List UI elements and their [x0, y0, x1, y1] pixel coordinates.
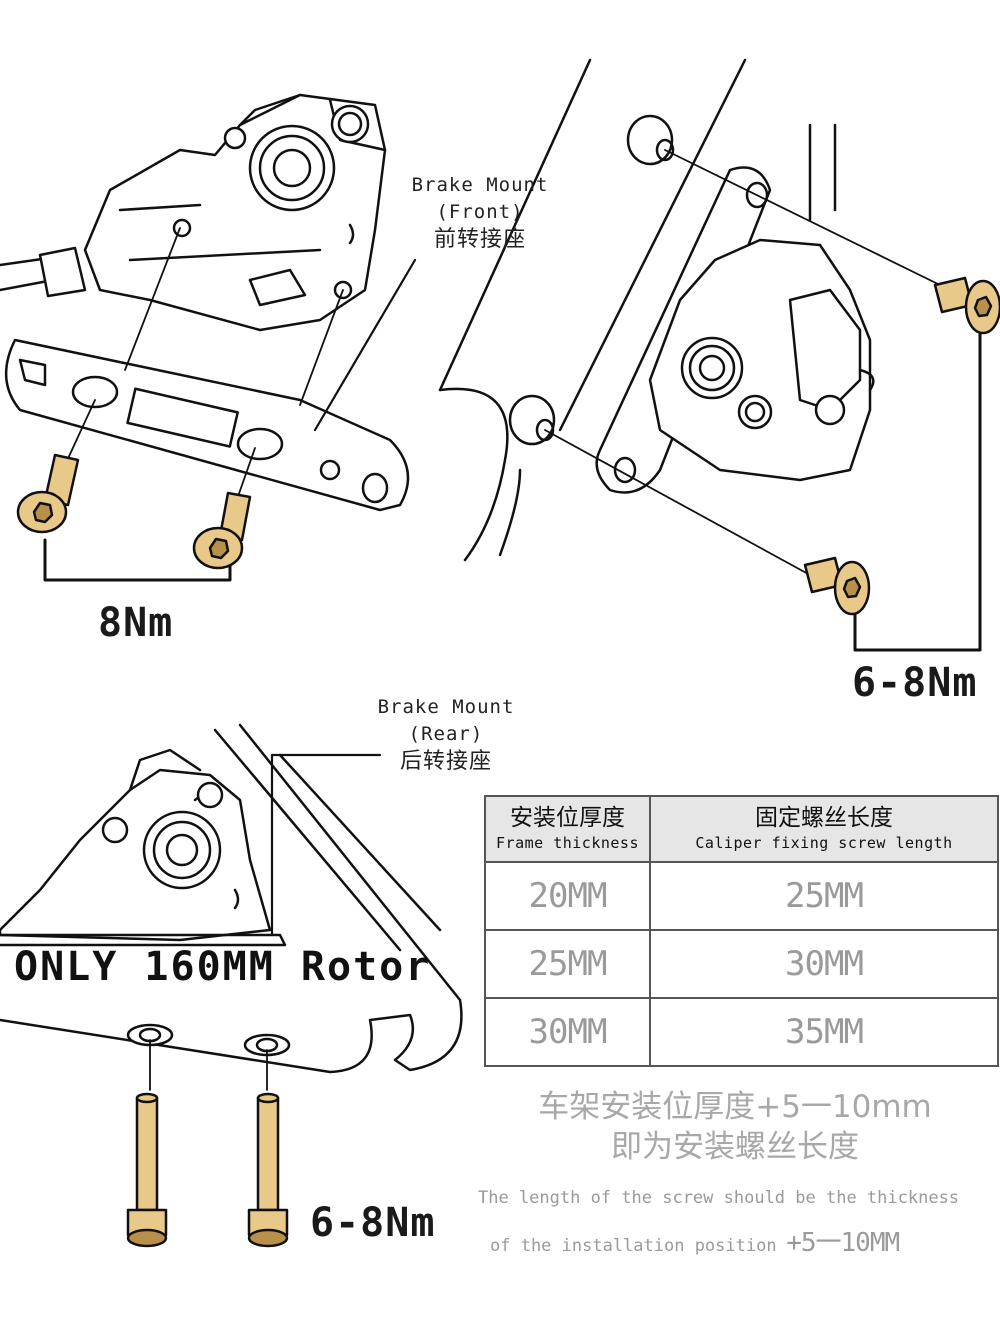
- front-caliper-bolt-1: [933, 276, 1000, 335]
- front-adapter-bolt-2: [192, 491, 252, 570]
- front-adapter-bolt-1: [16, 453, 80, 534]
- table-row: 30MM 35MM: [484, 997, 999, 1067]
- table-cell: 30MM: [649, 929, 999, 999]
- front-mount-line3: 前转接座: [433, 227, 526, 252]
- front-caliper-bolt-2: [803, 556, 871, 616]
- rear-mount-line3: 后转接座: [399, 749, 492, 774]
- table-cell: 25MM: [649, 861, 999, 931]
- note-en-line2-value: +5一10MM: [786, 1228, 900, 1258]
- note-en-line2-wrap: of the installation position +5一10MM: [490, 1222, 900, 1259]
- note-en-line2: of the installation position: [490, 1236, 777, 1256]
- rotor-size-note: ONLY 160MM Rotor: [14, 944, 432, 990]
- table-cell: 25MM: [484, 929, 651, 999]
- rear-caliper-torque: 6-8Nm: [310, 1200, 436, 1246]
- table-cell: 35MM: [649, 997, 999, 1067]
- header-frame-thickness-cn: 安装位厚度: [510, 805, 625, 831]
- rear-mount-line1: Brake Mount: [377, 696, 515, 718]
- front-adapter-torque: 8Nm: [98, 600, 174, 646]
- rear-mount-line2: (Rear): [408, 723, 484, 745]
- header-frame-thickness-en: Frame thickness: [496, 834, 639, 852]
- front-caliper-illustration: [0, 93, 417, 582]
- front-mount-line1: Brake Mount: [411, 174, 549, 196]
- table-cell: 30MM: [484, 997, 651, 1067]
- note-cn-line2: 即为安装螺丝长度: [611, 1129, 859, 1165]
- header-screw-length-cn: 固定螺丝长度: [755, 805, 893, 831]
- header-screw-length-en: Caliper fixing screw length: [695, 834, 953, 852]
- front-mount-label: Brake Mount (Front) 前转接座: [400, 172, 560, 253]
- rear-bolt-2: [247, 1092, 289, 1248]
- note-en-line1: The length of the screw should be the th…: [478, 1188, 960, 1208]
- table-row: 25MM 30MM: [484, 929, 999, 999]
- rear-bolt-1: [126, 1092, 168, 1248]
- note-cn-line1: 车架安装位厚度+5一10mm: [538, 1089, 932, 1125]
- front-mount-line2: (Front): [436, 201, 524, 223]
- screw-length-table: 安装位厚度 Frame thickness 固定螺丝长度 Caliper fix…: [484, 795, 999, 1067]
- table-row: 20MM 25MM: [484, 861, 999, 931]
- header-screw-length: 固定螺丝长度 Caliper fixing screw length: [649, 795, 999, 863]
- rear-mount-label: Brake Mount (Rear) 后转接座: [366, 694, 526, 775]
- rear-caliper-illustration: [0, 723, 463, 1091]
- front-fork-illustration: [438, 58, 982, 652]
- header-frame-thickness: 安装位厚度 Frame thickness: [484, 795, 651, 863]
- table-cell: 20MM: [484, 861, 651, 931]
- front-caliper-torque: 6-8Nm: [852, 660, 978, 706]
- table-header-row: 安装位厚度 Frame thickness 固定螺丝长度 Caliper fix…: [484, 795, 999, 863]
